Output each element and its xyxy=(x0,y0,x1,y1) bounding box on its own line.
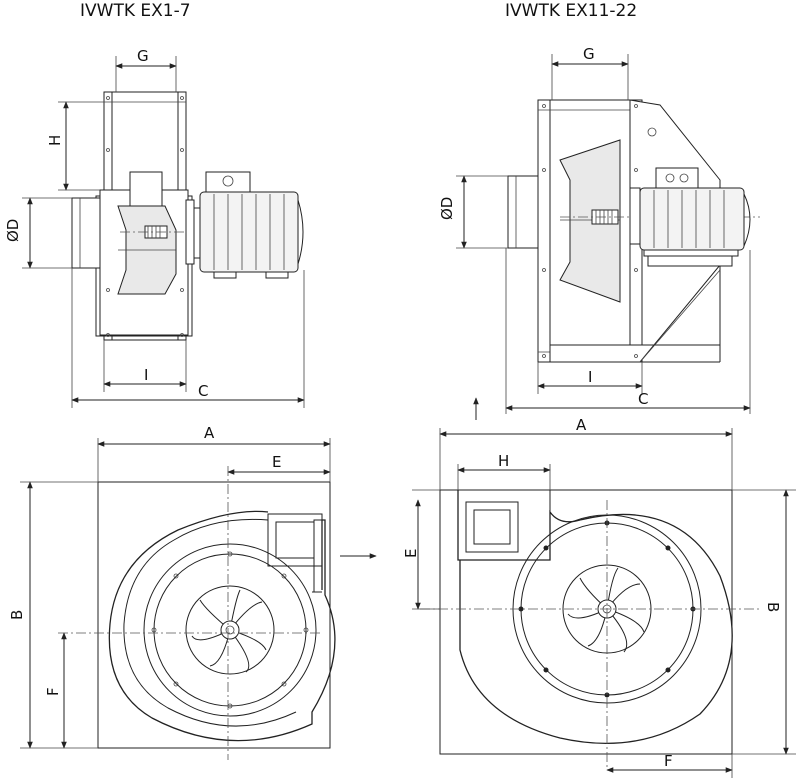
right-model-title: IVWTK EX11-22 xyxy=(505,1,637,21)
left-model-title: IVWTK EX1-7 xyxy=(80,1,191,21)
side-view-ex11-22 xyxy=(507,99,760,363)
dim-label-c-right: C xyxy=(638,390,648,408)
side-view-ex1-7 xyxy=(71,91,304,341)
dims-side-ex11-22: G ØD I C xyxy=(438,45,751,420)
dim-label-a-left: A xyxy=(204,424,215,442)
dim-label-d-right: ØD xyxy=(438,197,456,220)
dim-label-d-left: ØD xyxy=(4,219,22,242)
dim-label-a-right: A xyxy=(576,416,587,434)
dim-label-g-right: G xyxy=(583,45,595,63)
dims-front-ex1-7: A E B F xyxy=(8,424,331,749)
dim-label-b-left: B xyxy=(8,610,26,620)
dim-label-f-right: F xyxy=(664,752,673,770)
dim-label-c-left: C xyxy=(198,382,208,400)
front-view-ex1-7 xyxy=(58,466,377,760)
dim-label-b-right: B xyxy=(764,602,782,612)
front-view-ex11-22 xyxy=(420,489,760,770)
dim-label-f-left: F xyxy=(44,687,62,696)
dim-label-g-left: G xyxy=(137,47,149,65)
dim-label-e-left: E xyxy=(272,453,281,471)
dim-label-i-left: I xyxy=(144,366,148,384)
dim-label-e-right: E xyxy=(402,549,420,558)
dims-front-ex11-22: A H E B F xyxy=(402,416,796,778)
dims-side-ex1-7: G H ØD I C xyxy=(4,47,305,408)
dim-label-h-right: H xyxy=(498,452,509,470)
dim-label-h-left: H xyxy=(46,135,64,146)
dim-label-i-right: I xyxy=(588,368,592,386)
